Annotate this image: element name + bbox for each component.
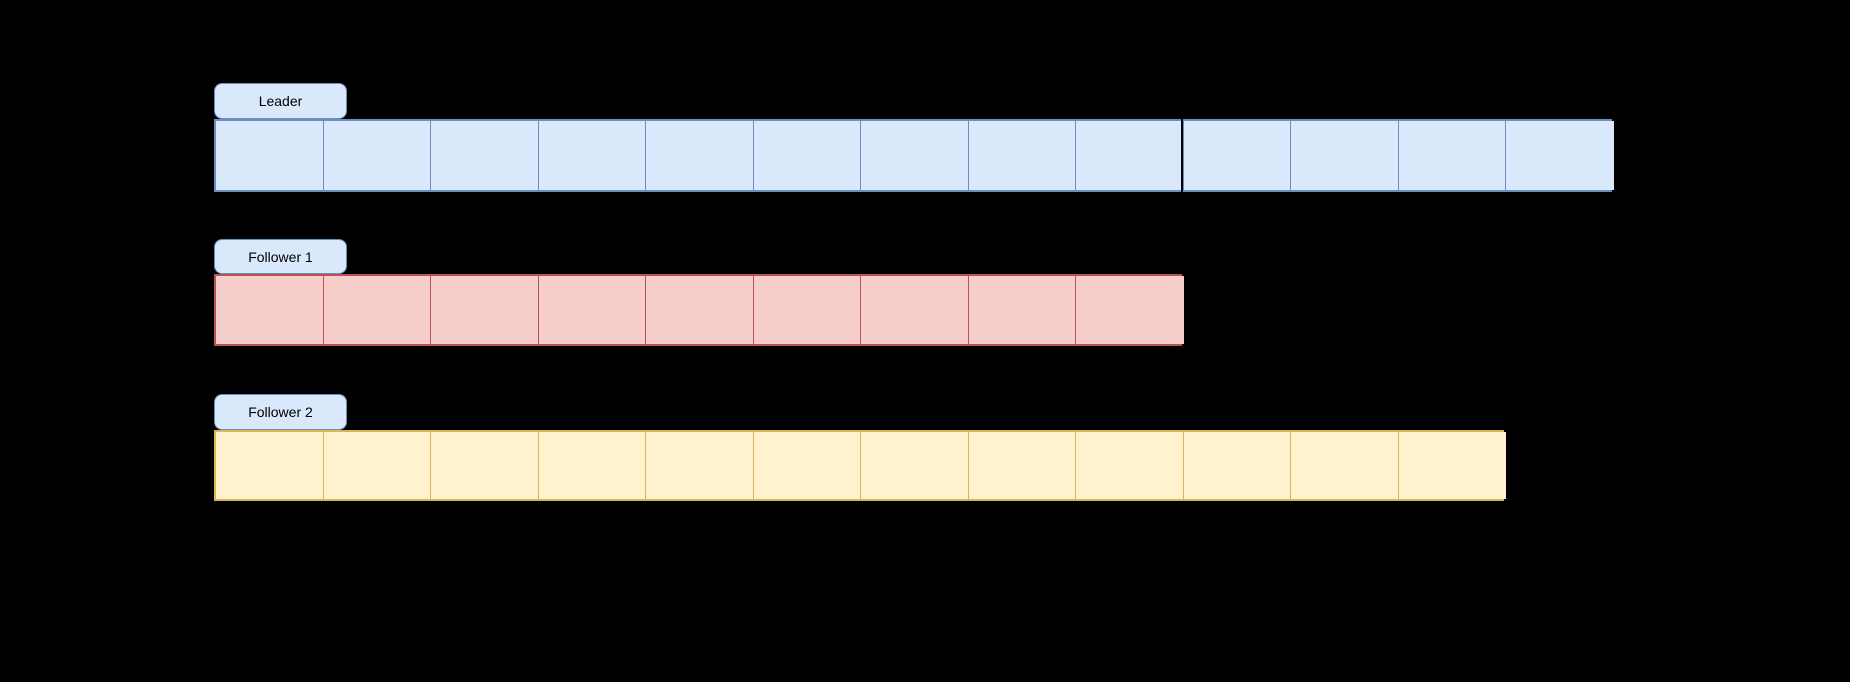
follower-2-log-cell-5 <box>646 432 754 499</box>
follower-1-log-cell-4 <box>538 276 646 344</box>
leader-log-cell-7 <box>861 121 969 190</box>
follower-2-log-cell-6 <box>753 432 861 499</box>
follower-1-log-cell-7 <box>861 276 969 344</box>
follower-2-log-cell-9 <box>1076 432 1184 499</box>
leader-log-cell-9 <box>1076 121 1184 190</box>
follower-2-log-cell-8 <box>968 432 1076 499</box>
leader-log-cell-8 <box>968 121 1076 190</box>
leader-log-cell-6 <box>753 121 861 190</box>
leader-log-cell-10 <box>1183 121 1291 190</box>
follower-2-log-cell-12 <box>1398 432 1506 499</box>
follower-2-log-cell-11 <box>1291 432 1399 499</box>
leader-log-cell-3 <box>431 121 539 190</box>
commit-divider-line <box>1180 118 1183 193</box>
leader-log-cell-12 <box>1398 121 1506 190</box>
follower-1-log-cell-6 <box>753 276 861 344</box>
follower-1-log-cell-5 <box>646 276 754 344</box>
leader-log-cell-5 <box>646 121 754 190</box>
leader-log-row <box>214 119 1614 192</box>
leader-log-cell-1 <box>216 121 324 190</box>
follower-1-log-cell-3 <box>431 276 539 344</box>
leader-log-cell-4 <box>538 121 646 190</box>
follower-2-log-cell-7 <box>861 432 969 499</box>
follower-1-log-cell-8 <box>968 276 1076 344</box>
follower-2-log-cell-4 <box>538 432 646 499</box>
follower-2-log-cell-1 <box>216 432 324 499</box>
follower-1-log-cell-1 <box>216 276 324 344</box>
follower-2-log-cell-10 <box>1183 432 1291 499</box>
leader-label: Leader <box>214 83 347 119</box>
follower-1-log-cell-9 <box>1076 276 1184 344</box>
follower-1-log-cell-2 <box>323 276 431 344</box>
leader-log-cell-11 <box>1291 121 1399 190</box>
follower-2-log-cell-3 <box>431 432 539 499</box>
leader-log-cell-13 <box>1506 121 1614 190</box>
follower-2-label: Follower 2 <box>214 394 347 430</box>
follower-1-log-row <box>214 274 1184 346</box>
follower-2-log-cell-2 <box>323 432 431 499</box>
follower-2-log-row <box>214 430 1506 501</box>
leader-log-cell-2 <box>323 121 431 190</box>
follower-1-label: Follower 1 <box>214 239 347 274</box>
